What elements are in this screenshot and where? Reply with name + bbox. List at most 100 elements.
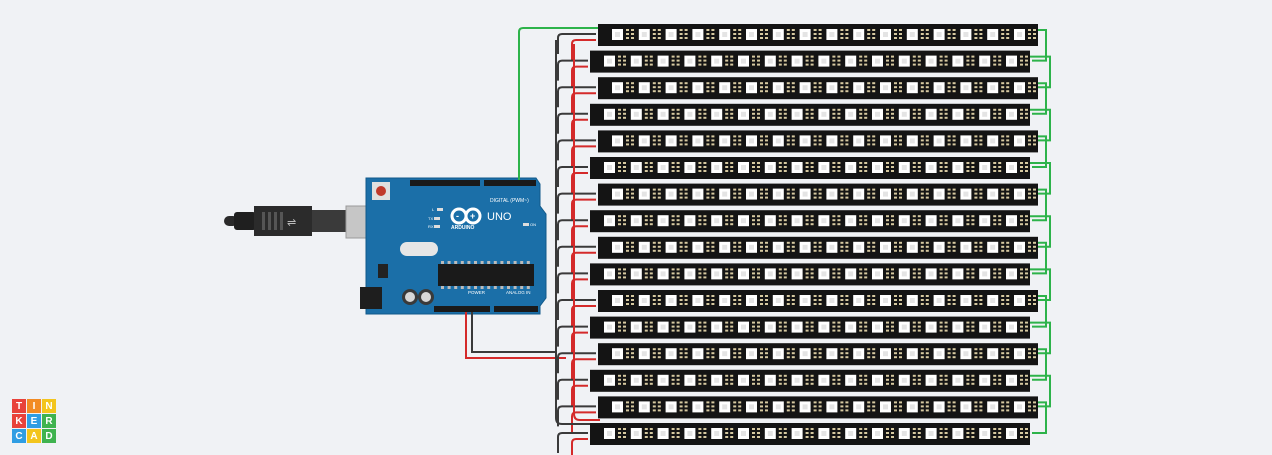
power-wire-5v[interactable] [465, 312, 566, 359]
led-strip[interactable] [590, 210, 1030, 233]
tinkercad-logo[interactable]: T I N K E R C A D [12, 399, 56, 443]
data-link-wire[interactable] [1032, 82, 1047, 115]
reset-button-cap[interactable] [376, 186, 386, 196]
ground-bus-wire[interactable] [557, 299, 596, 320]
solder-pad [952, 29, 956, 31]
ground-bus-wire[interactable] [557, 59, 588, 81]
led-strip-body [590, 103, 1030, 126]
ground-bus-wire[interactable] [557, 272, 588, 294]
led-strip[interactable] [598, 77, 1038, 100]
solder-pad [760, 29, 763, 31]
ground-bus-wire[interactable] [557, 432, 588, 453]
usb-cable[interactable]: ⇌ [224, 205, 381, 239]
solder-pad [912, 272, 916, 275]
solder-pad [671, 55, 675, 58]
led-pixel-die [848, 324, 854, 330]
led-strip[interactable] [598, 236, 1038, 259]
power-bus-wire[interactable] [571, 438, 588, 455]
led-strip[interactable] [590, 263, 1030, 286]
ground-bus-wire[interactable] [557, 352, 596, 374]
solder-pad [971, 215, 975, 218]
solder-pad [706, 299, 710, 301]
strip-power-bus[interactable] [555, 29, 1051, 455]
solder-pad [711, 188, 715, 191]
led-pixel-die [775, 298, 781, 303]
solder-pad [872, 37, 876, 39]
solder-pad [752, 321, 755, 324]
led-strip[interactable] [598, 396, 1038, 419]
solder-pad [778, 272, 782, 275]
led-pixel-die [687, 271, 693, 277]
solder-pad [706, 348, 710, 351]
solder-pad [730, 116, 734, 119]
ground-bus-wire[interactable] [557, 112, 588, 134]
solder-pad [805, 374, 809, 377]
led-strip[interactable] [590, 369, 1030, 392]
data-link-wire[interactable] [1032, 401, 1047, 434]
solder-pad [676, 59, 680, 62]
ground-bus-wire[interactable] [557, 405, 596, 427]
led-strip[interactable] [598, 183, 1038, 206]
solder-pad [618, 162, 621, 164]
led-pixel-die [749, 191, 754, 197]
data-wire-pin-6[interactable] [518, 27, 600, 180]
solder-pad [891, 112, 894, 115]
solder-pad [706, 401, 710, 404]
solder-pad [679, 196, 683, 199]
led-strip[interactable] [598, 343, 1038, 366]
led-strip[interactable] [590, 50, 1030, 73]
ground-bus-wire[interactable] [557, 192, 596, 214]
ground-bus-wire[interactable] [557, 86, 596, 108]
solder-pad [952, 409, 956, 412]
ground-bus-wire[interactable] [557, 378, 588, 400]
data-link-wire[interactable] [1032, 135, 1047, 168]
arduino-wires[interactable] [465, 27, 600, 359]
led-strip[interactable] [590, 316, 1030, 339]
data-link-wire[interactable] [1032, 295, 1047, 328]
led-strip-body [598, 343, 1038, 366]
ground-wire-gnd[interactable] [471, 312, 556, 353]
power-bus-spine[interactable] [573, 44, 600, 421]
solder-pad [993, 432, 997, 434]
solder-pad [676, 223, 680, 226]
led-strip[interactable] [598, 24, 1038, 46]
solder-pad [671, 108, 675, 111]
ground-bus-wire[interactable] [557, 166, 588, 187]
data-link-wire[interactable] [1032, 348, 1047, 381]
solder-pad [657, 356, 661, 359]
solder-pad [626, 29, 629, 31]
solder-pad [652, 356, 656, 359]
data-link-wire[interactable] [1032, 188, 1047, 222]
solder-pad [657, 90, 661, 93]
ground-bus-wire[interactable] [557, 33, 596, 54]
power-bus-wire[interactable] [571, 39, 596, 60]
ground-bus-wire[interactable] [557, 139, 596, 161]
data-link-wire[interactable] [1032, 241, 1047, 275]
solder-pad [711, 135, 715, 138]
led-strip[interactable] [590, 103, 1030, 126]
led-strip[interactable] [598, 130, 1038, 153]
solder-pad [912, 166, 916, 168]
data-link-wire[interactable] [1032, 29, 1047, 62]
led-strip[interactable] [590, 157, 1030, 179]
led-strip[interactable] [590, 423, 1030, 445]
solder-pad [952, 90, 956, 93]
solder-pad [644, 223, 648, 226]
ground-bus-wire[interactable] [557, 245, 596, 267]
solder-pad [947, 352, 951, 355]
arduino-uno-board[interactable]: - + UNO ARDUINO DIGITAL (PWM~) POWER ANA… [360, 177, 547, 315]
solder-pad [752, 162, 755, 164]
ground-bus-spine[interactable] [555, 40, 604, 425]
led-strip[interactable] [598, 290, 1038, 312]
led-pixel-die [1017, 138, 1022, 144]
ground-bus-wire[interactable] [557, 325, 588, 347]
solder-pad [698, 378, 702, 381]
solder-pad [791, 29, 795, 31]
solder-pad [845, 37, 849, 39]
solder-pad [626, 196, 629, 199]
ground-bus-wire[interactable] [557, 219, 588, 241]
led-pixel-die [1009, 271, 1014, 277]
led-pixel-die [749, 351, 754, 357]
solder-pad [832, 329, 836, 332]
